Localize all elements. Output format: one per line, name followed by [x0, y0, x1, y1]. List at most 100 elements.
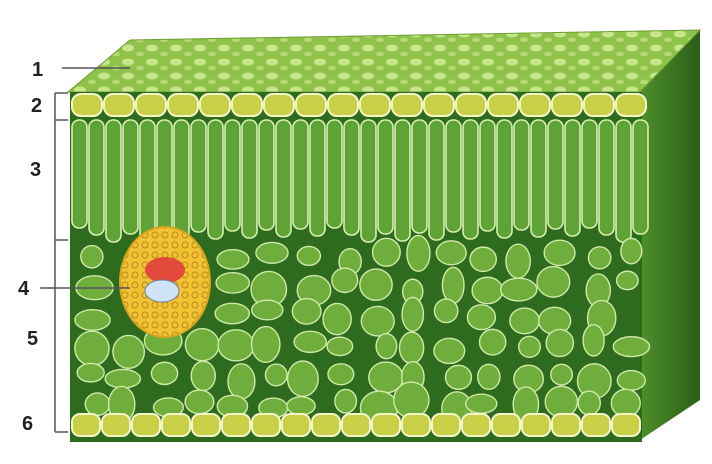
- palisade-cell: [446, 120, 461, 232]
- spongy-cell: [335, 389, 357, 412]
- lower-epidermis-cell: [282, 414, 310, 436]
- spongy-cell: [588, 247, 610, 269]
- spongy-cell: [75, 310, 110, 331]
- spongy-cell: [510, 308, 540, 334]
- lower-epidermis-cell: [552, 414, 580, 436]
- spongy-cell: [621, 238, 642, 263]
- lower-epidermis-cell: [522, 414, 550, 436]
- spongy-cell: [287, 397, 315, 415]
- epidermis-cell: [392, 94, 422, 116]
- epidermis-cell: [360, 94, 390, 116]
- lower-epidermis-cell: [312, 414, 340, 436]
- leaf-top-surface: [68, 30, 700, 92]
- spongy-cell: [85, 393, 109, 415]
- spongy-cell: [466, 394, 497, 413]
- palisade-cell: [225, 120, 240, 231]
- spongy-cell: [297, 246, 320, 265]
- spongy-cell: [361, 306, 394, 336]
- palisade-cell: [429, 120, 444, 240]
- spongy-cell: [294, 331, 326, 352]
- spongy-cell: [545, 386, 577, 417]
- spongy-cell: [292, 299, 321, 324]
- lower-epidermis-cell: [342, 414, 370, 436]
- spongy-cell: [252, 300, 283, 320]
- lower-epidermis: [72, 414, 640, 436]
- spongy-cell: [327, 337, 353, 355]
- epidermis-cell: [136, 94, 166, 116]
- vascular-bundle: [120, 227, 210, 337]
- label-1: 1: [32, 59, 43, 81]
- spongy-cell: [332, 268, 358, 292]
- palisade-cell: [633, 120, 648, 234]
- spongy-cell: [75, 331, 109, 365]
- palisade-cell: [463, 120, 478, 239]
- label-5: 5: [27, 328, 38, 350]
- lower-epidermis-cell: [252, 414, 280, 436]
- palisade-cell: [140, 120, 155, 241]
- epidermis-cell: [552, 94, 582, 116]
- epidermis-cell: [296, 94, 326, 116]
- palisade-cell: [276, 120, 291, 237]
- spongy-cell: [105, 369, 140, 388]
- spongy-cell: [472, 277, 503, 303]
- spongy-cell: [583, 325, 604, 356]
- palisade-cell: [480, 120, 495, 231]
- spongy-cell: [537, 267, 570, 298]
- spongy-cell: [519, 336, 541, 357]
- label-2: 2: [31, 95, 42, 117]
- palisade-cell: [259, 120, 274, 230]
- lower-epidermis-cell: [162, 414, 190, 436]
- epidermis-cell: [168, 94, 198, 116]
- palisade-cell: [582, 120, 597, 228]
- spongy-cell: [217, 250, 249, 269]
- spongy-cell: [470, 247, 496, 271]
- palisade-cell: [89, 120, 104, 235]
- lower-epidermis-cell: [222, 414, 250, 436]
- spongy-cell: [578, 391, 600, 415]
- epidermis-cell: [584, 94, 614, 116]
- palisade-cell: [361, 120, 376, 242]
- spongy-cell: [480, 329, 506, 355]
- spongy-cell: [328, 364, 354, 385]
- epidermis-cell: [72, 94, 102, 116]
- palisade-cell: [208, 120, 223, 239]
- spongy-cell: [151, 362, 177, 384]
- epidermis-cell: [456, 94, 486, 116]
- label-4: 4: [18, 278, 30, 300]
- palisade-cell: [616, 120, 631, 242]
- epidermis-cell: [520, 94, 550, 116]
- spongy-cell: [113, 335, 144, 368]
- spongy-cell: [544, 240, 575, 265]
- palisade-cell: [327, 120, 342, 228]
- spongy-cell: [256, 242, 288, 263]
- palisade-cell: [293, 120, 308, 229]
- spongy-cell: [218, 330, 254, 361]
- palisade-cell: [344, 120, 359, 235]
- spongy-cell: [546, 329, 573, 356]
- lower-epidermis-cell: [582, 414, 610, 436]
- spongy-cell: [501, 278, 537, 301]
- spongy-cell: [376, 334, 397, 359]
- lower-epidermis-cell: [432, 414, 460, 436]
- lower-epidermis-cell: [132, 414, 160, 436]
- lower-epidermis-cell: [102, 414, 130, 436]
- palisade-cell: [72, 120, 87, 228]
- palisade-cell: [395, 120, 410, 241]
- spongy-cell: [467, 305, 495, 330]
- lower-epidermis-cell: [402, 414, 430, 436]
- spongy-cell: [265, 364, 287, 386]
- spongy-cell: [323, 303, 351, 334]
- palisade-cell: [242, 120, 257, 238]
- spongy-cell: [394, 382, 429, 418]
- epidermis-cell: [232, 94, 262, 116]
- spongy-cell: [436, 241, 466, 265]
- palisade-cell: [378, 120, 393, 234]
- spongy-cell: [407, 235, 430, 271]
- lower-epidermis-cell: [492, 414, 520, 436]
- label-3: 3: [30, 159, 41, 181]
- epidermis-cell: [328, 94, 358, 116]
- spongy-cell: [617, 371, 645, 391]
- lower-epidermis-cell: [192, 414, 220, 436]
